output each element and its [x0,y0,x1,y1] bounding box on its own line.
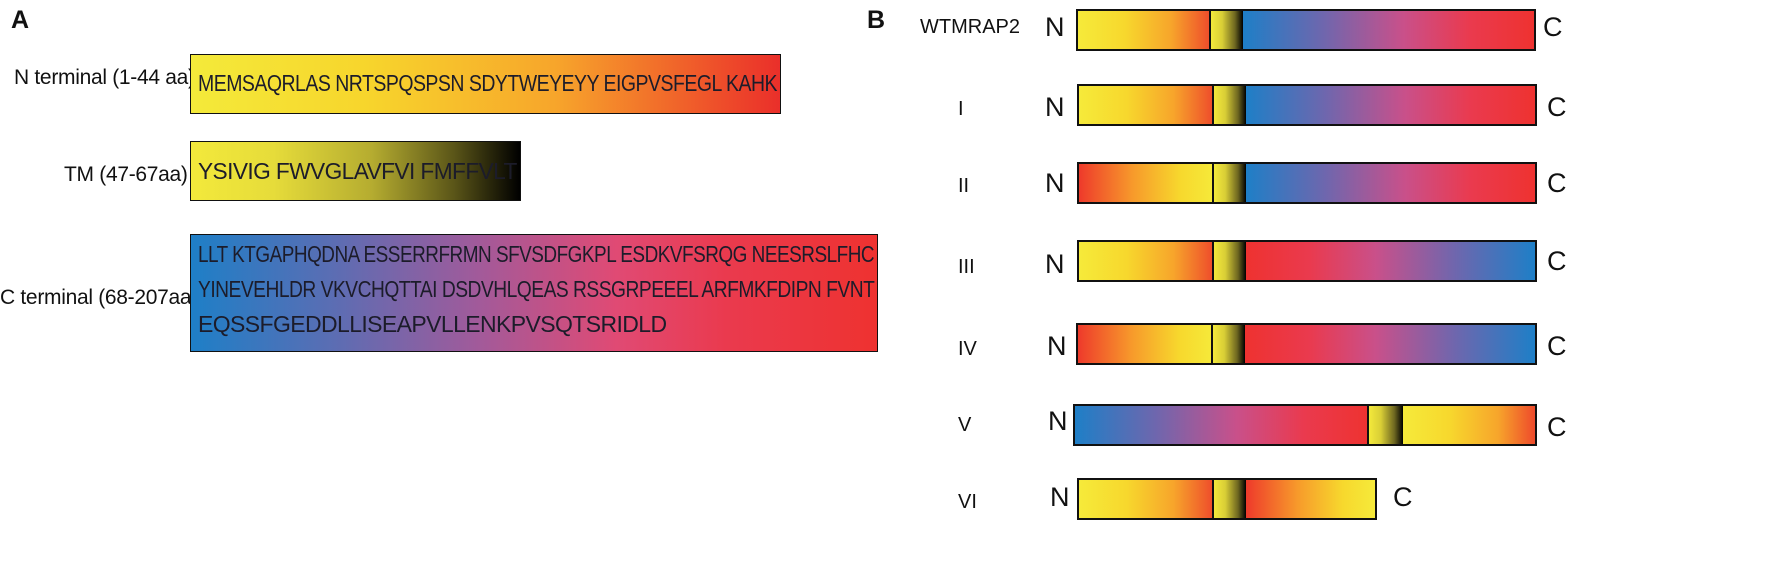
tm-segment [1211,325,1247,363]
n-terminal-label: N terminal (1-44 aa) [14,66,195,89]
construct-bar-wtmrap2 [1076,9,1536,51]
tm-segment [1212,164,1248,202]
c-terminal-segment [1243,11,1534,49]
n-terminal-segment-reversed [1403,406,1535,444]
tm-segment [1212,86,1248,124]
n-terminus-label: N [1045,12,1065,42]
tm-segment [1367,406,1405,444]
c-terminal-label: C terminal (68-207aa) [0,286,198,309]
c-terminal-segment [1246,164,1535,202]
c-terminal-segment-reversed [1245,325,1535,363]
construct-label-iii: III [958,256,975,278]
c-terminus-label: C [1547,246,1567,276]
construct-label-vi: VI [958,491,977,513]
n-terminus-label: N [1048,406,1068,436]
construct-bar-iii [1077,240,1537,282]
panel-a-label: A [11,6,30,34]
construct-bar-ii [1077,162,1537,204]
c-terminus-label: C [1547,412,1567,442]
n-terminal-sequence-box: MEMSAQRLAS NRTSPQSPSN SDYTWEYEYY EIGPVSF… [190,54,781,114]
n-terminus-label: N [1047,331,1067,361]
c-terminal-sequence-line: LLT KTGAPHQDNA ESSERRFRMN SFVSDFGKPL ESD… [198,241,875,267]
construct-bar-iv [1076,323,1537,365]
c-terminus-label: C [1543,12,1563,42]
n-terminal-segment [1078,11,1211,49]
n-terminal-segment-reversed [1079,164,1214,202]
n-terminus-label: N [1045,92,1065,122]
construct-bar-v [1073,404,1537,446]
panel-b-label: B [867,6,886,34]
c-terminus-label: C [1547,168,1567,198]
c-terminal-segment-reversed [1246,242,1535,280]
n-terminal-segment [1079,86,1214,124]
n-terminus-label: N [1045,249,1065,279]
construct-label-v: V [958,414,972,436]
tm-segment [1209,11,1245,49]
c-terminal-segment [1246,86,1535,124]
n-terminus-label: N [1050,482,1070,512]
c-terminus-label: C [1547,92,1567,122]
construct-bar-vi [1077,478,1377,520]
c-terminal-sequence-box: LLT KTGAPHQDNA ESSERRFRMN SFVSDFGKPL ESD… [190,234,878,352]
n-terminal-segment-reversed [1078,325,1213,363]
c-terminal-sequence-line: EQSSFGEDDLLISEAPVLLENKPVSQTSRIDLD [198,311,667,337]
n-terminal-segment [1079,480,1214,518]
construct-label-iv: IV [958,338,977,360]
tm-label: TM (47-67aa) [64,163,188,186]
construct-label-wtmrap2: WTMRAP2 [920,16,1020,38]
tm-segment [1212,242,1248,280]
c-terminus-label: C [1547,331,1567,361]
c-terminal-sequence-line: YINEVEHLDR VKVCHQTTAI DSDVHLQEAS RSSGRPE… [198,276,875,302]
n-terminal-segment-reversed [1246,480,1375,518]
construct-label-i: I [958,98,964,120]
tm-sequence-box: YSIVIG FWVGLAVFVI FMFFVLT [190,141,521,201]
n-terminus-label: N [1045,168,1065,198]
tm-segment [1212,480,1248,518]
tm-sequence: YSIVIG FWVGLAVFVI FMFFVLT [198,158,517,184]
n-terminal-sequence: MEMSAQRLAS NRTSPQSPSN SDYTWEYEYY EIGPVSF… [198,70,777,96]
c-terminal-segment [1075,406,1369,444]
c-terminus-label: C [1393,482,1413,512]
n-terminal-segment [1079,242,1214,280]
construct-bar-i [1077,84,1537,126]
construct-label-ii: II [958,175,970,197]
